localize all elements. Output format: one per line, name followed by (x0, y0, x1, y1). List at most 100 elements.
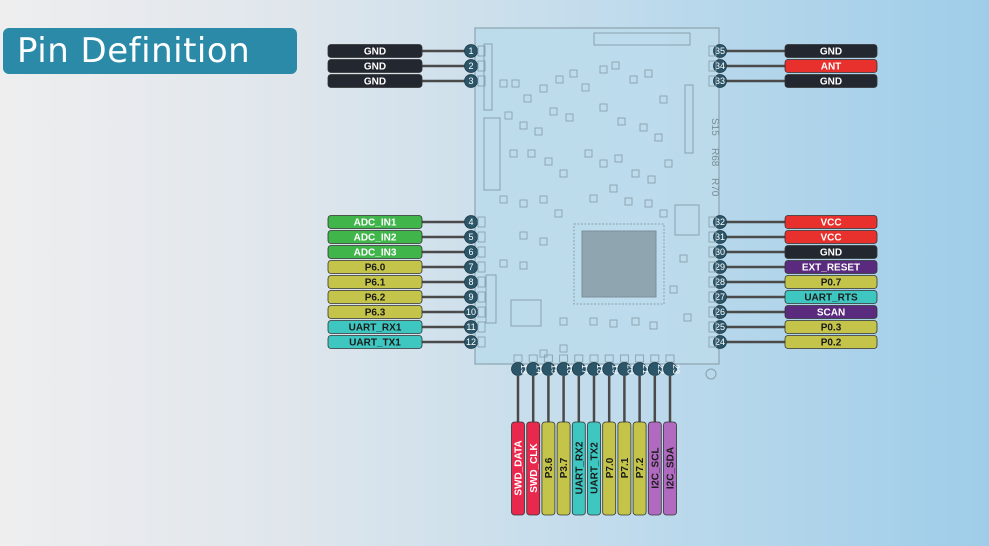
pin-label: GND (820, 77, 842, 88)
pin-label: EXT_RESET (802, 263, 860, 274)
pin-label: P3.7 (559, 457, 570, 478)
pin-number: 33 (715, 76, 725, 86)
pin-number: 20 (626, 364, 636, 374)
pin-number-badge (464, 245, 478, 259)
pin-number-badge (617, 362, 632, 376)
left-pin-7: P6.0 7 (327, 260, 486, 274)
pin-label-box (327, 320, 423, 334)
pin-label-box (784, 230, 878, 244)
pin-number-badge (713, 335, 727, 349)
pin-number: 18 (595, 364, 605, 374)
pin-label: GND (820, 47, 842, 58)
pin-number: 3 (468, 76, 473, 86)
board-text: R68 (709, 148, 720, 167)
pin-label-box (784, 74, 878, 88)
pin-label-box (327, 230, 423, 244)
pin-number: 26 (715, 307, 725, 317)
pin-label-box (526, 421, 541, 516)
pin-number-badge (464, 59, 478, 73)
pin-number: 5 (468, 232, 473, 242)
pin-label-box (784, 320, 878, 334)
pin-number-badge (464, 260, 478, 274)
pin-number-badge (713, 59, 727, 73)
pin-label: ADC_IN3 (354, 248, 397, 259)
pin-number-badge (571, 362, 586, 376)
pin-label: UART_RTS (804, 293, 858, 304)
pin-label: UART_TX2 (590, 442, 601, 494)
pin-number: 7 (468, 262, 473, 272)
pin-number: 27 (715, 292, 725, 302)
pin-label: P6.0 (365, 263, 386, 274)
pin-number: 34 (715, 61, 725, 71)
pin-label-box (587, 421, 601, 516)
pin-number-badge (541, 362, 556, 376)
module-board: S15 R68 R70 (474, 27, 720, 380)
pin-label: P7.1 (620, 457, 631, 478)
pin-label: P0.2 (821, 338, 842, 349)
pin-number: 4 (468, 217, 473, 227)
pin-number-badge (647, 362, 662, 376)
pin-number-badge (464, 215, 478, 229)
pin-label-box (784, 275, 878, 289)
pin-number-badge (663, 362, 677, 376)
pin-label: UART_RX2 (574, 441, 585, 494)
pin-label: SWD_DATA (514, 440, 525, 495)
pin-number-badge (464, 230, 478, 244)
right-pin-34: ANT 34 (708, 59, 878, 73)
pin-label-box (602, 421, 617, 516)
pin-label-box (784, 260, 878, 274)
pin-label-box (647, 421, 662, 516)
pin-label: UART_RX1 (349, 323, 402, 334)
pin-label-box (327, 335, 423, 349)
board-text: S15 (709, 118, 720, 136)
pin-label: GND (364, 47, 386, 58)
pin-number-badge (713, 74, 727, 88)
pin-number-badge (464, 320, 478, 334)
pin-number: 1 (468, 46, 473, 56)
pin-label-box (784, 245, 878, 259)
pin-number-badge (713, 290, 727, 304)
right-pin-25: P0.3 25 (708, 320, 878, 334)
pin-label-box (784, 290, 878, 304)
pin-label-box (327, 305, 423, 319)
pin-number: 25 (715, 322, 725, 332)
pin-label: P7.0 (605, 457, 616, 478)
pin-number: 17 (580, 364, 590, 374)
pin-number-badge (713, 245, 727, 259)
pin-label: P0.3 (821, 323, 842, 334)
pin-number: 24 (715, 337, 725, 347)
pin-label-box (327, 290, 423, 304)
bottom-pin-group: 13SWD_DATA14SWD_CLK15P3.616P3.717UART_RX… (511, 354, 681, 516)
pin-number: 22 (656, 364, 666, 374)
pin-label-box (784, 335, 878, 349)
pin-label: ANT (821, 62, 842, 73)
left-pin-5: ADC_IN2 5 (327, 230, 486, 244)
pin-number: 8 (468, 277, 473, 287)
pin-label: SWD_CLK (529, 443, 540, 493)
pin-number: 6 (468, 247, 473, 257)
pin-label: P0.7 (821, 278, 842, 289)
pin-label-box (632, 421, 647, 516)
pin-label-box (327, 44, 423, 58)
pin-number-badge (713, 230, 727, 244)
pin-number: 10 (466, 307, 476, 317)
pin-label-box (571, 421, 586, 516)
right-pin-28: P0.728 (708, 275, 878, 289)
pin-number-badge (526, 362, 541, 376)
main-chip (573, 223, 665, 305)
left-pin-6: ADC_IN3 6 (327, 245, 486, 259)
pin-number: 30 (715, 247, 725, 257)
right-pin-27: UART_RTS 27 (708, 290, 878, 304)
pin-label: ADC_IN2 (354, 233, 397, 244)
